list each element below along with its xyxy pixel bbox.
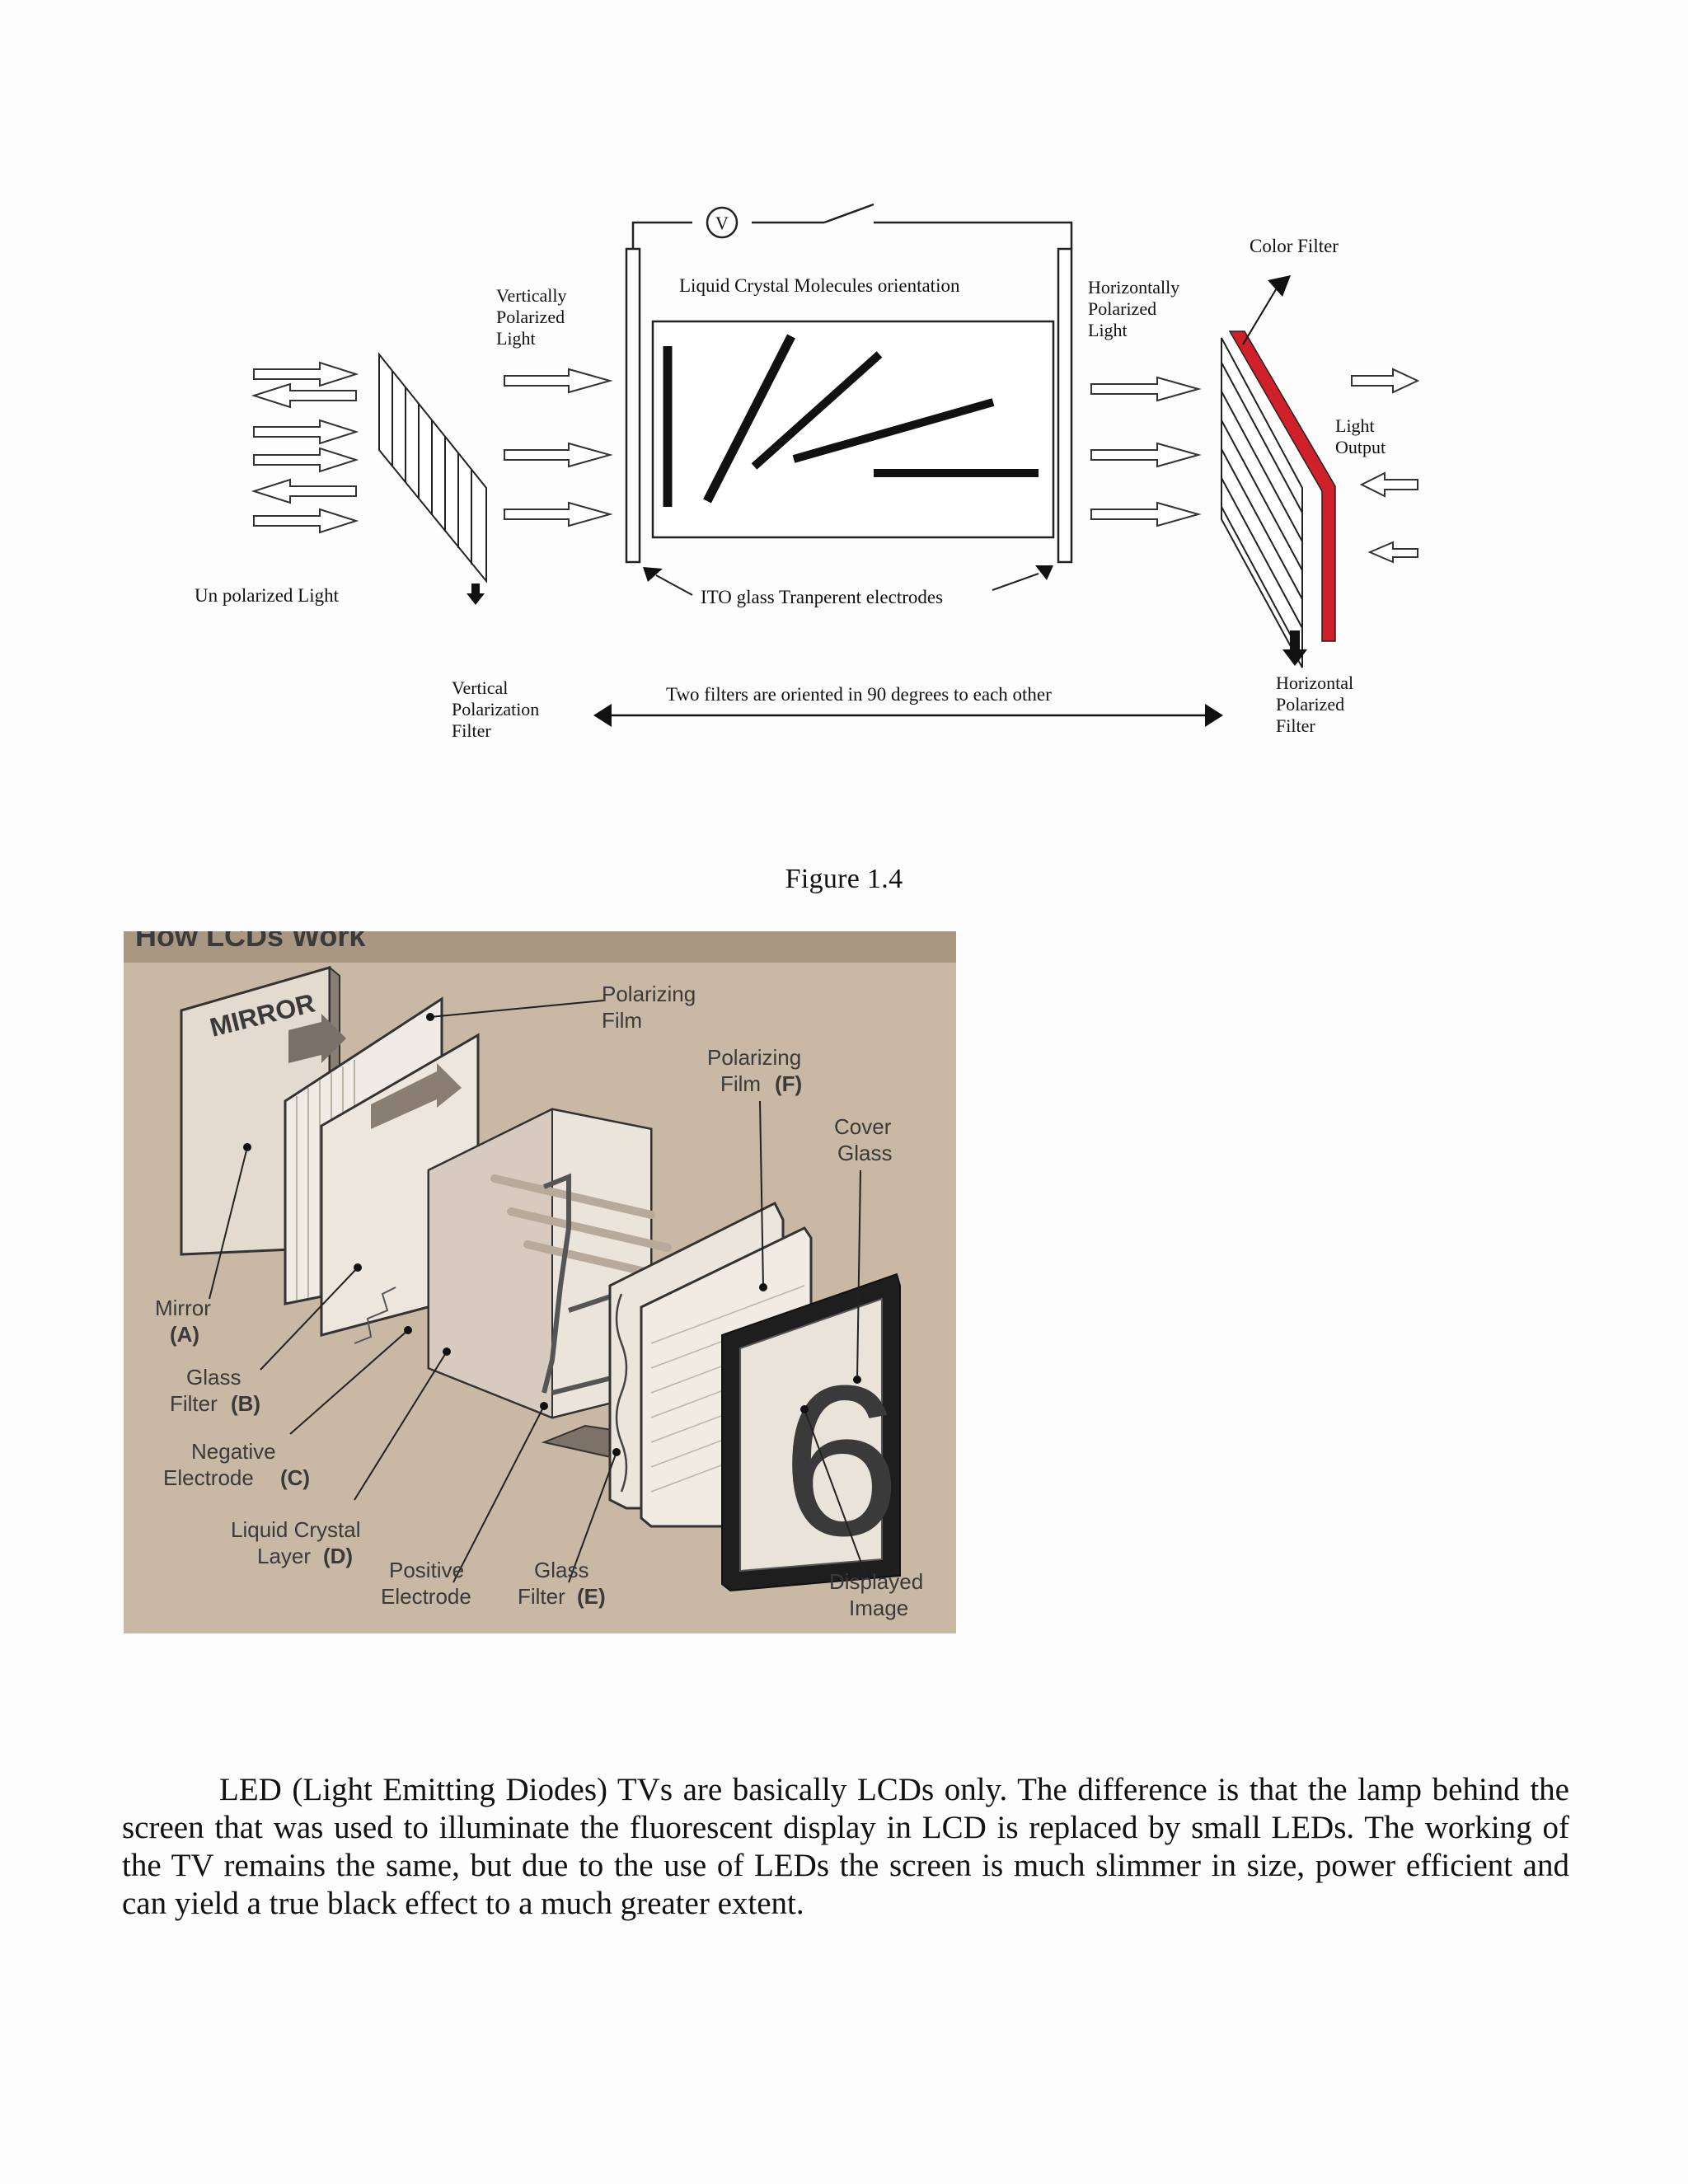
figure-caption: Figure 1.4: [785, 864, 903, 894]
positive-electrode-label-2: Electrode: [381, 1584, 471, 1609]
ito-glass-right: [1057, 247, 1073, 564]
glass-filter-b-label-2: Filter: [170, 1391, 218, 1416]
liquid-crystal-label-2: Layer: [257, 1544, 311, 1568]
illustration-header-text: How LCDs Work: [135, 931, 366, 953]
vertical-filter-pointer: [467, 583, 485, 605]
ito-line-left: [655, 574, 693, 596]
displayed-digit: 6: [781, 1342, 901, 1581]
lc-orientation-label: Liquid Crystal Molecules orientation: [679, 275, 960, 296]
liquid-crystal-molecules: [663, 334, 1039, 507]
liquid-crystal-block: [427, 1108, 688, 1460]
vertically-polarized-arrows: [504, 368, 613, 527]
voltmeter-symbol: V: [715, 213, 729, 233]
positive-electrode-label-1: Positive: [389, 1558, 464, 1582]
lc-cell: [651, 320, 1055, 539]
horizontally-polarized-light-label-2: Polarized: [1088, 298, 1156, 319]
color-filter-label: Color Filter: [1250, 236, 1339, 256]
horizontal-filter-label-2: Polarized: [1276, 694, 1344, 715]
ito-glass-label: ITO glass Tranperent electrodes: [701, 587, 943, 607]
horizontal-filter-label-1: Horizontal: [1276, 673, 1353, 693]
vertical-filter-label-1: Vertical: [452, 677, 508, 698]
cover-glass-display: 6: [721, 1272, 901, 1592]
ito-line-right: [992, 573, 1039, 591]
light-output-label-2: Output: [1335, 437, 1386, 457]
displayed-image-label-2: Image: [849, 1596, 908, 1620]
color-filter-pointer-line: [1242, 286, 1278, 345]
ninety-degree-arrow-right: [1205, 704, 1223, 727]
mirror-tag: (A): [170, 1322, 199, 1347]
vertical-polarization-filter: [378, 352, 487, 583]
vertically-polarized-light-label-3: Light: [496, 328, 536, 349]
ito-pointer-right: [1035, 565, 1053, 580]
vertically-polarized-light-label-1: Vertically: [496, 285, 567, 306]
vertical-filter-label-2: Polarization: [452, 699, 539, 719]
light-output-arrows: [1351, 368, 1420, 564]
mirror-label: Mirror: [155, 1296, 211, 1320]
cover-glass-label-1: Cover: [834, 1114, 892, 1139]
color-filter-pointer-head: [1268, 275, 1291, 297]
glass-filter-e-label-1: Glass: [534, 1558, 588, 1582]
liquid-crystal-label-1: Liquid Crystal: [231, 1517, 361, 1542]
voltage-circuit: [631, 203, 1073, 249]
how-lcds-work-illustration: How LCDs Work MIRROR: [124, 931, 956, 1633]
glass-filter-b-tag: (B): [231, 1391, 260, 1416]
ninety-degree-arrow-left: [593, 704, 612, 727]
liquid-crystal-tag: (D): [323, 1544, 353, 1568]
two-filters-label: Two filters are oriented in 90 degrees t…: [666, 684, 1052, 705]
how-lcds-work-svg: How LCDs Work MIRROR: [124, 931, 956, 1633]
glass-filter-e-tag: (E): [577, 1584, 606, 1609]
vertical-filter-label-3: Filter: [452, 720, 491, 741]
horizontally-polarized-arrows: [1090, 376, 1202, 527]
horizontal-polarized-filter: [1221, 337, 1303, 668]
glass-filter-e-label-2: Filter: [518, 1584, 565, 1609]
light-output-label-1: Light: [1335, 415, 1375, 436]
negative-electrode-label-1: Negative: [191, 1439, 276, 1464]
unpolarized-light-label: Un polarized Light: [195, 585, 340, 606]
negative-electrode-label-2: Electrode: [163, 1465, 254, 1490]
glass-filter-b-label-1: Glass: [186, 1365, 241, 1390]
ito-glass-left: [625, 247, 641, 564]
leader-lines: [209, 1000, 866, 1583]
horizontal-filter-pointer: [1282, 630, 1307, 666]
horizontally-polarized-light-label-1: Horizontally: [1088, 277, 1179, 298]
negative-electrode-tag: (C): [280, 1465, 310, 1490]
polarizing-film-f-tag: (F): [775, 1071, 802, 1096]
mirror-arrow-icon: [288, 1014, 346, 1063]
color-filter-strip: [1228, 330, 1336, 642]
displayed-image-label-1: Displayed: [829, 1569, 923, 1594]
polarizing-film-f-label-1: Polarizing: [707, 1045, 801, 1070]
horizontal-filter-label-3: Filter: [1276, 715, 1315, 736]
illustration-header-band: [124, 931, 956, 963]
lcd-polarization-diagram: V: [181, 190, 1434, 766]
horizontally-polarized-light-label-3: Light: [1088, 320, 1128, 340]
vertically-polarized-light-label-2: Polarized: [496, 307, 565, 327]
polarizing-film-label-1: Polarizing: [602, 982, 696, 1006]
ito-pointer-left: [643, 567, 663, 582]
cover-glass-label-2: Glass: [837, 1141, 892, 1165]
polarizing-film-label-2: Film: [602, 1008, 642, 1033]
polarizing-film-f-label-2: Film: [720, 1071, 761, 1096]
unpolarized-light-arrows: [251, 361, 359, 534]
led-tv-paragraph: LED (Light Emitting Diodes) TVs are basi…: [122, 1772, 1569, 1921]
lcd-polarization-svg: V: [195, 203, 1420, 741]
leader-dots: [243, 1013, 861, 1456]
